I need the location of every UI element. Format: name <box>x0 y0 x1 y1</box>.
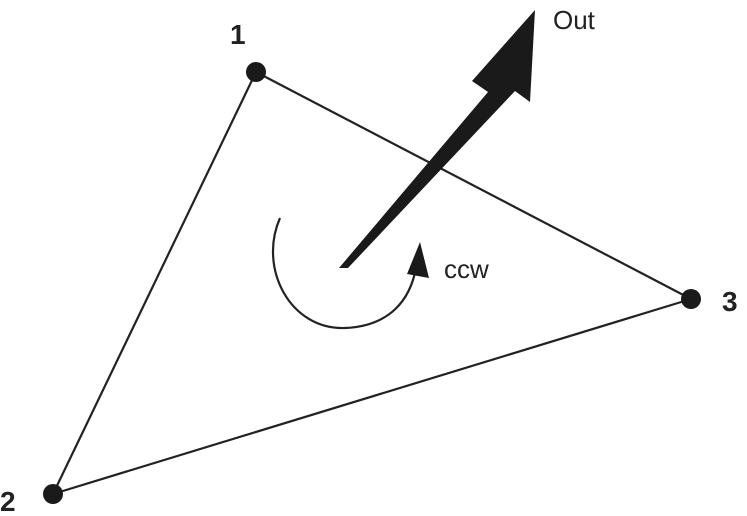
vertex-2-dot <box>43 484 63 504</box>
edge-2-1 <box>52 71 257 495</box>
vertex-1-label: 1 <box>230 19 246 50</box>
out-label: Out <box>553 5 596 35</box>
ccw-arrowhead-icon <box>407 242 429 278</box>
out-normal-arrow <box>339 10 535 268</box>
edge-1-3 <box>255 71 692 300</box>
vertex-1-dot <box>246 62 266 82</box>
ccw-label: ccw <box>444 254 489 284</box>
vertex-3-label: 3 <box>722 286 738 317</box>
ccw-rotation-arc <box>271 217 418 330</box>
vertex-3-dot <box>681 289 701 309</box>
vertex-2-label: 2 <box>0 486 16 516</box>
edge-3-2 <box>52 297 692 496</box>
